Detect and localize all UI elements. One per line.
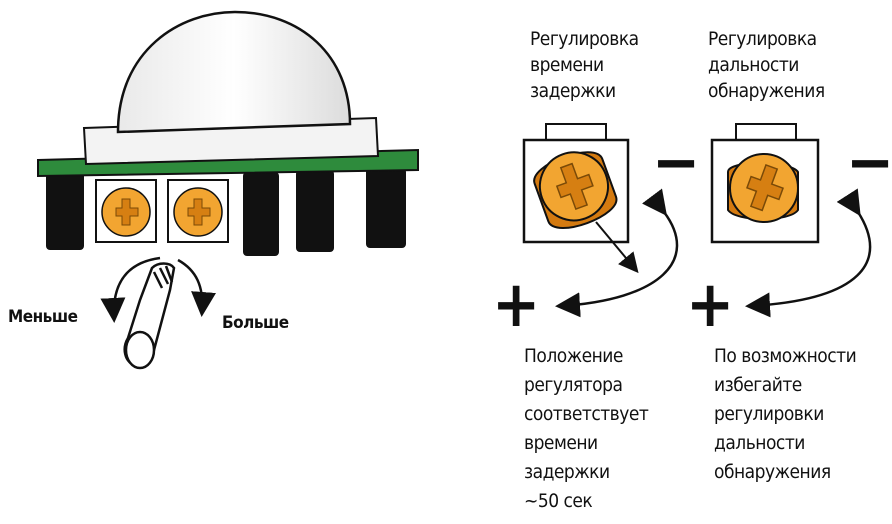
range-pot-detail <box>710 123 820 244</box>
range-plus-sign: + <box>686 268 734 342</box>
screwdriver-hand-icon <box>123 262 176 370</box>
delay-note: Положение регулятора соответствует време… <box>524 345 649 512</box>
range-minus-sign: − <box>846 126 892 200</box>
delay-adjust-title: Регулировка времени задержки <box>530 28 639 102</box>
more-label: Больше <box>222 313 289 333</box>
delay-pot-detail <box>522 123 639 274</box>
rotate-less-arrow <box>100 256 161 323</box>
dome <box>116 10 352 134</box>
delay-plus-sign: + <box>492 268 540 342</box>
module-pins <box>46 168 406 256</box>
range-potentiometer-small <box>167 179 229 243</box>
rotate-more-arrow <box>177 258 216 317</box>
delay-range-arrow <box>555 188 679 318</box>
range-note: По возможности избегайте регулировки дал… <box>714 345 857 483</box>
delay-minus-sign: − <box>652 126 700 200</box>
delay-potentiometer-small <box>95 179 157 243</box>
less-label: Меньше <box>8 307 78 327</box>
range-range-arrow <box>745 188 872 318</box>
range-adjust-title: Регулировка дальности обнаружения <box>708 28 825 102</box>
pir-module <box>37 10 419 370</box>
